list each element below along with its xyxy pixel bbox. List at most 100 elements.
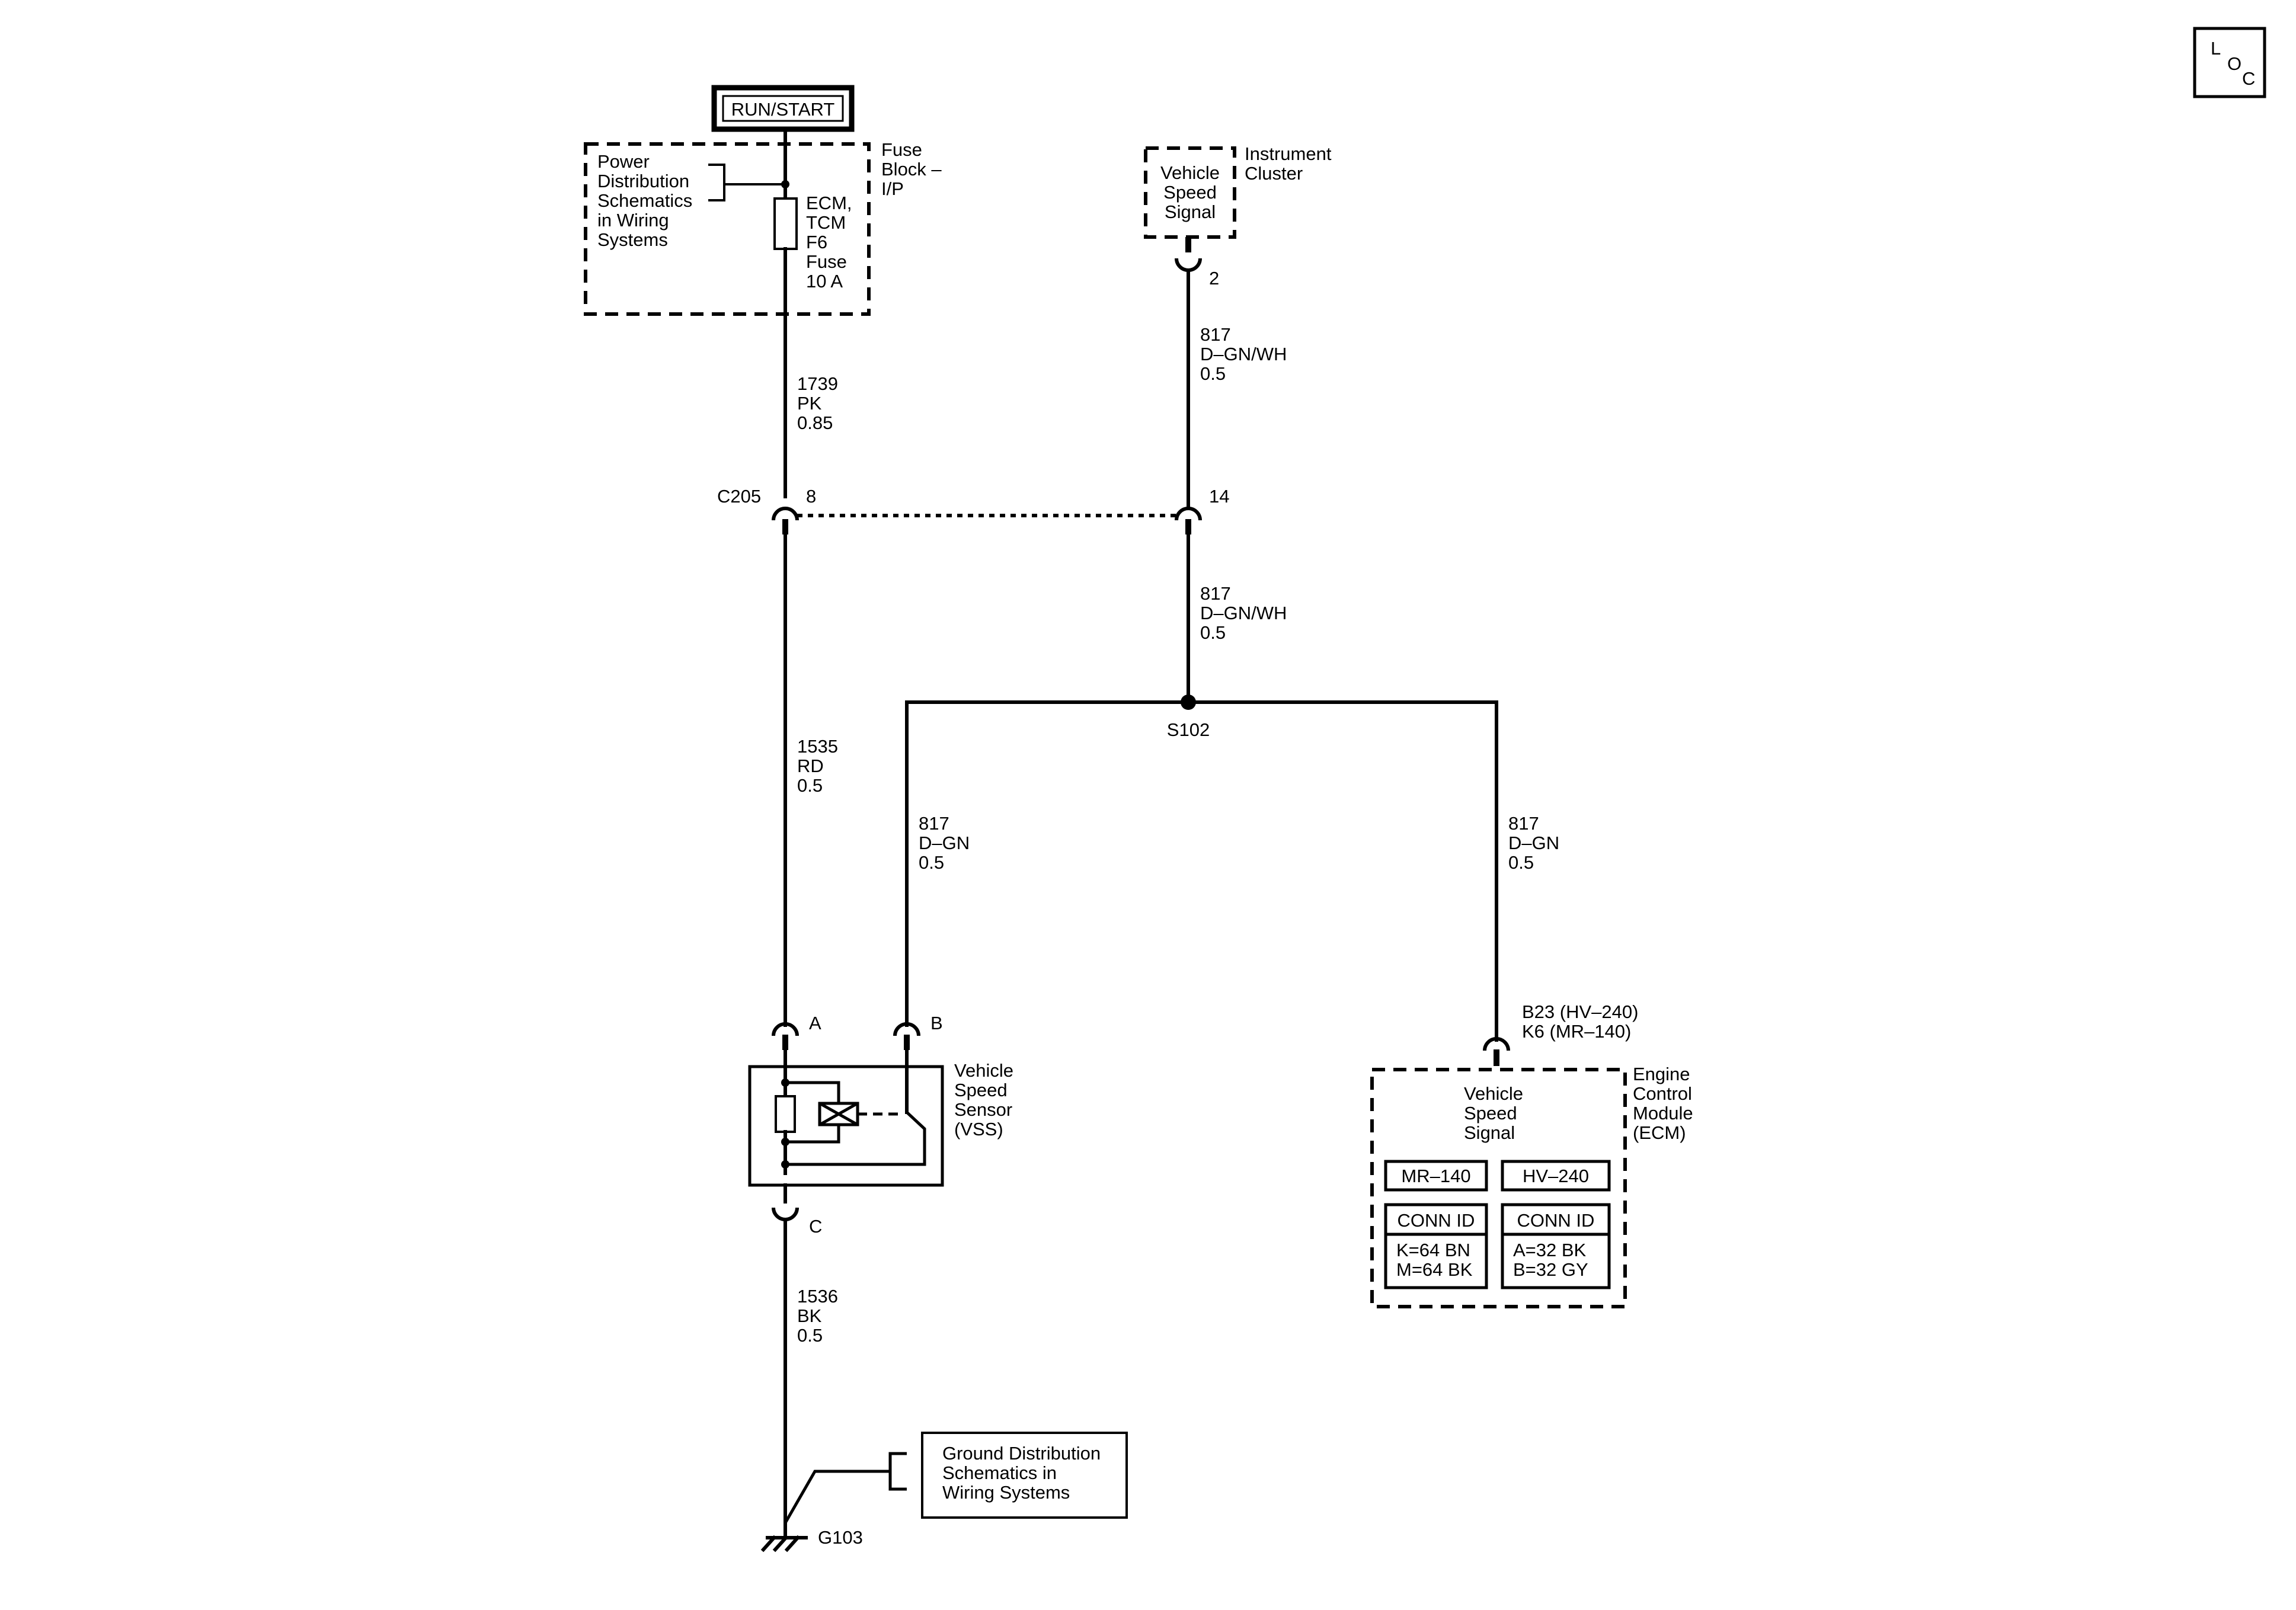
svg-text:Instrument: Instrument	[1245, 143, 1332, 164]
conn-hv-box	[1501, 1203, 1611, 1289]
svg-text:Vehicle: Vehicle	[954, 1060, 1013, 1081]
svg-text:in Wiring: in Wiring	[597, 210, 669, 231]
ecm-pin-male	[1494, 1049, 1499, 1066]
ecm-pin-female	[1483, 1037, 1510, 1051]
svg-text:(ECM): (ECM)	[1633, 1122, 1686, 1143]
svg-text:817: 817	[1508, 813, 1539, 834]
svg-text:Speed: Speed	[1163, 182, 1217, 203]
svg-text:1536: 1536	[797, 1286, 838, 1307]
svg-text:F6: F6	[806, 232, 827, 252]
svg-text:0.5: 0.5	[1200, 622, 1226, 643]
svg-text:Module: Module	[1633, 1103, 1693, 1124]
pin-8-label: 8	[806, 486, 816, 507]
svg-text:Ground Distribution: Ground Distribution	[942, 1443, 1101, 1464]
svg-text:K6 (MR–140): K6 (MR–140)	[1522, 1021, 1631, 1042]
svg-text:D–GN: D–GN	[919, 833, 970, 853]
cluster-pin-2-male	[1185, 237, 1191, 252]
svg-text:Sensor: Sensor	[954, 1099, 1012, 1120]
ecm-pins-label: B23 (HV–240) K6 (MR–140)	[1522, 1001, 1638, 1042]
pin-2-label: 2	[1209, 268, 1219, 289]
fuse-block-outline	[584, 142, 871, 316]
svg-text:0.5: 0.5	[797, 1325, 823, 1346]
ground-dist-box	[921, 1432, 1128, 1519]
pin-a-label: A	[809, 1013, 821, 1033]
conn-mr-k: K=64 BN	[1396, 1240, 1470, 1260]
svg-text:ECM,: ECM,	[806, 193, 852, 213]
svg-text:817: 817	[919, 813, 949, 834]
svg-text:Signal: Signal	[1464, 1122, 1515, 1143]
svg-text:1739: 1739	[797, 373, 838, 394]
ecm-signal-label: Vehicle Speed Signal	[1464, 1083, 1523, 1143]
pin-14-label: 14	[1209, 486, 1229, 507]
cluster-signal-label: Vehicle Speed Signal	[1160, 162, 1220, 222]
ground-dist-bracket	[888, 1452, 907, 1491]
ecm-variant-mr: MR–140	[1401, 1166, 1470, 1186]
loc-o: O	[2227, 53, 2241, 74]
svg-text:Speed: Speed	[1464, 1103, 1517, 1124]
run-start-label: RUN/START	[731, 99, 835, 120]
svg-text:Schematics: Schematics	[597, 190, 692, 211]
wire-1536-label: 1536 BK 0.5	[797, 1286, 838, 1346]
c205-pin-8-male	[782, 519, 788, 534]
svg-text:D–GN/WH: D–GN/WH	[1200, 344, 1287, 364]
svg-text:BK: BK	[797, 1305, 822, 1326]
splice-s102-label: S102	[1167, 719, 1210, 740]
conn-mr-m: M=64 BK	[1396, 1259, 1473, 1280]
ecm-variant-hv: HV–240	[1523, 1166, 1589, 1186]
vss-pin-c-female	[772, 1207, 799, 1221]
ground-g103-label: G103	[818, 1527, 863, 1548]
svg-text:Control: Control	[1633, 1083, 1692, 1104]
svg-text:D–GN/WH: D–GN/WH	[1200, 603, 1287, 623]
fuse-label: ECM, TCM F6 Fuse 10 A	[806, 193, 852, 292]
connector-c205-label: C205	[717, 486, 761, 507]
svg-text:TCM: TCM	[806, 212, 846, 233]
vss-pin-b-female	[893, 1022, 920, 1036]
splice-branches	[905, 700, 1498, 1042]
svg-text:0.5: 0.5	[797, 775, 823, 796]
wire-817-ecm-label: 817 D–GN 0.5	[1508, 813, 1559, 873]
vss-label: Vehicle Speed Sensor (VSS)	[954, 1060, 1013, 1140]
svg-text:10 A: 10 A	[806, 271, 843, 292]
svg-text:0.5: 0.5	[1200, 363, 1226, 384]
wire-817-vss-label: 817 D–GN 0.5	[919, 813, 970, 873]
loc-l: L	[2211, 38, 2221, 59]
ground-dist-label: Ground Distribution Schematics in Wiring…	[942, 1443, 1101, 1503]
svg-text:PK: PK	[797, 393, 822, 414]
wire-817-mid-label: 817 D–GN/WH 0.5	[1200, 583, 1287, 643]
conn-hv-title: CONN ID	[1517, 1210, 1595, 1231]
ecm-variant-mr-box	[1384, 1160, 1488, 1192]
svg-text:RD: RD	[797, 756, 824, 776]
svg-text:Systems: Systems	[597, 229, 668, 250]
vss-pin-b-male	[904, 1035, 910, 1050]
vss-pin-a-female	[772, 1022, 799, 1036]
wire-1535-label: 1535 RD 0.5	[797, 736, 838, 796]
conn-hv-a: A=32 BK	[1513, 1240, 1587, 1260]
svg-text:I/P: I/P	[881, 178, 904, 199]
loc-symbol: L O C	[2193, 27, 2266, 98]
fuse-f6-icon	[773, 197, 798, 250]
wire-1739-label: 1739 PK 0.85	[797, 373, 838, 433]
svg-text:817: 817	[1200, 324, 1231, 345]
fuse-block-label: Fuse Block – I/P	[881, 139, 942, 199]
instrument-cluster-label: Instrument Cluster	[1245, 143, 1332, 184]
c205-pin-8-female	[772, 507, 799, 521]
ecm-variant-hv-box	[1501, 1160, 1611, 1192]
svg-text:B23 (HV–240): B23 (HV–240)	[1522, 1001, 1638, 1022]
ground-dist-link	[784, 1470, 890, 1524]
svg-text:Wiring Systems: Wiring Systems	[942, 1482, 1070, 1503]
svg-text:Fuse: Fuse	[806, 251, 847, 272]
svg-text:Fuse: Fuse	[881, 139, 922, 160]
ecm-outline	[1370, 1068, 1627, 1308]
wire-817-top-label: 817 D–GN/WH 0.5	[1200, 324, 1287, 384]
svg-text:Power: Power	[597, 151, 650, 172]
ground-symbol	[760, 1521, 808, 1553]
svg-text:Vehicle: Vehicle	[1464, 1083, 1523, 1104]
pin-c-label: C	[809, 1216, 822, 1237]
pin-b-label: B	[930, 1013, 943, 1033]
power-dist-bracket	[708, 164, 725, 201]
c205-pin-14-male	[1185, 519, 1191, 534]
loc-c: C	[2242, 68, 2255, 89]
svg-text:Speed: Speed	[954, 1080, 1008, 1100]
svg-text:817: 817	[1200, 583, 1231, 604]
